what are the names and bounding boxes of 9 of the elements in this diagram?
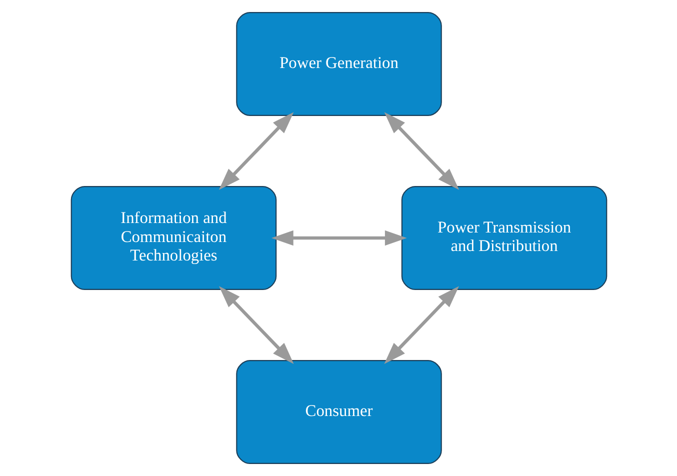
arrow: [218, 286, 294, 364]
arrow: [218, 112, 294, 190]
arrow: [270, 230, 406, 246]
node-box: Power Generation: [236, 12, 442, 116]
node-box: Consumer: [236, 360, 442, 464]
arrow: [384, 286, 459, 364]
node-box: Information and Communicaiton Technologies: [70, 186, 276, 290]
arrow: [384, 112, 459, 190]
node-box: Power Transmission and Distribution: [400, 186, 607, 290]
